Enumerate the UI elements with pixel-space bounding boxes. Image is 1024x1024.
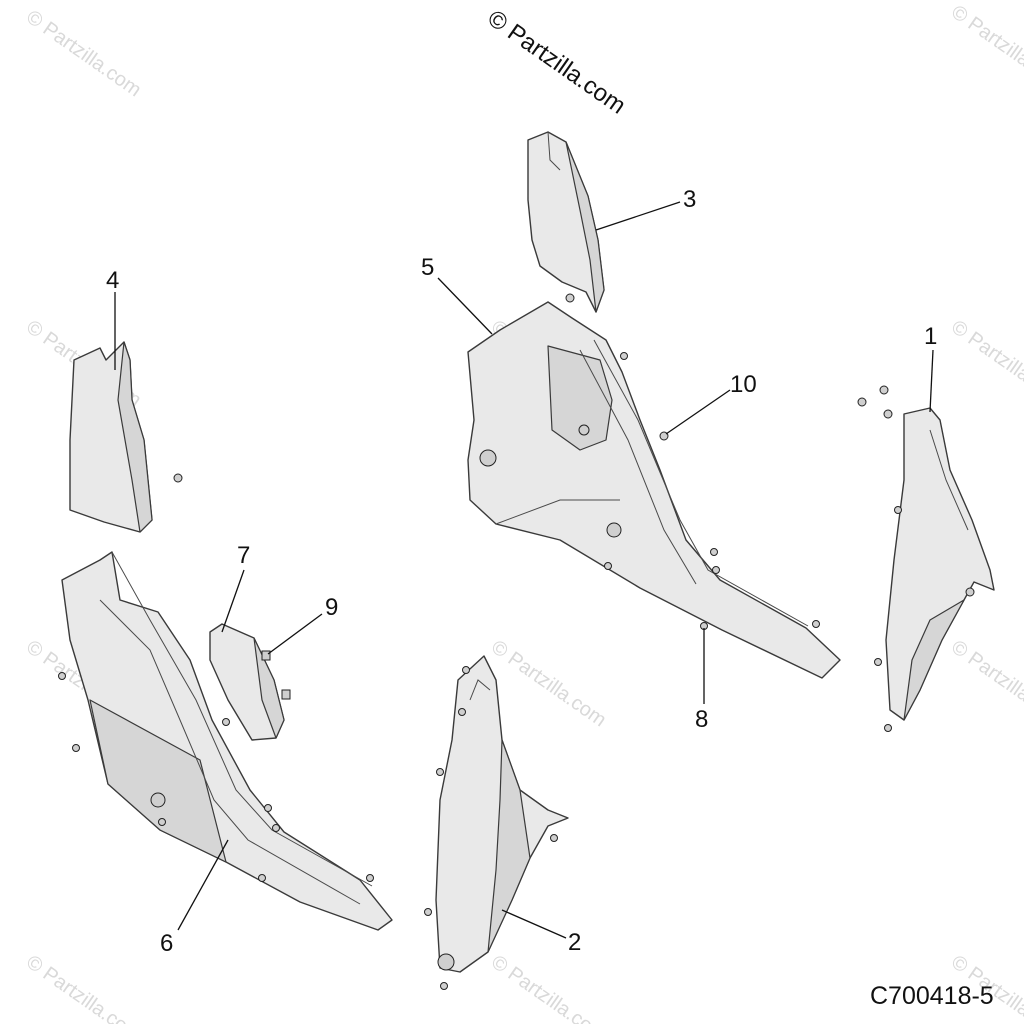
watermark-top-left: © Partzilla.com: [22, 6, 145, 101]
leader-6: [177, 839, 229, 931]
watermark-lower-right: © Partzilla.com: [947, 636, 1024, 731]
part-9-clip[interactable]: [261, 650, 291, 700]
leader-7: [221, 569, 245, 633]
watermark-lower-center: © Partzilla.com: [487, 636, 610, 731]
callout-6[interactable]: 6: [160, 930, 173, 957]
leader-9: [267, 613, 323, 655]
leader-10: [665, 389, 731, 435]
part-7-pad[interactable]: [209, 623, 285, 741]
leader-2: [501, 909, 567, 939]
diagram-code: C700418-5: [870, 982, 994, 1010]
part-2-lower-center-panel[interactable]: [435, 655, 569, 973]
callout-1[interactable]: 1: [924, 323, 937, 350]
callout-9[interactable]: 9: [325, 594, 338, 621]
copyright-label: © Partzilla.com: [483, 5, 631, 120]
callout-7[interactable]: 7: [237, 542, 250, 569]
leader-3: [595, 201, 681, 231]
leader-5: [437, 277, 493, 335]
part-4-upper-left-panel[interactable]: [69, 341, 183, 533]
watermark-bottom-center: © Partzilla.com: [487, 951, 610, 1024]
fasteners: [58, 352, 902, 990]
callout-8[interactable]: 8: [695, 706, 708, 733]
callout-10[interactable]: 10: [730, 371, 757, 398]
callout-3[interactable]: 3: [683, 186, 696, 213]
callouts: 1 2 3 4 5 6 7 8 9 10: [106, 186, 937, 957]
leader-lines: [114, 201, 934, 939]
watermark-top-right: © Partzilla.com: [947, 1, 1024, 96]
leader-1: [929, 349, 934, 413]
part-1-right-panel[interactable]: [857, 385, 995, 721]
watermark-mid-right: © Partzilla.com: [947, 316, 1024, 411]
callout-2[interactable]: 2: [568, 929, 581, 956]
callout-5[interactable]: 5: [421, 254, 434, 281]
part-6-lower-left-panel[interactable]: [61, 551, 393, 931]
callout-4[interactable]: 4: [106, 267, 119, 294]
part-3-upper-panel[interactable]: [527, 131, 605, 313]
part-5-center-panel[interactable]: [467, 301, 841, 679]
watermark-bottom-left: © Partzilla.com: [22, 951, 145, 1024]
